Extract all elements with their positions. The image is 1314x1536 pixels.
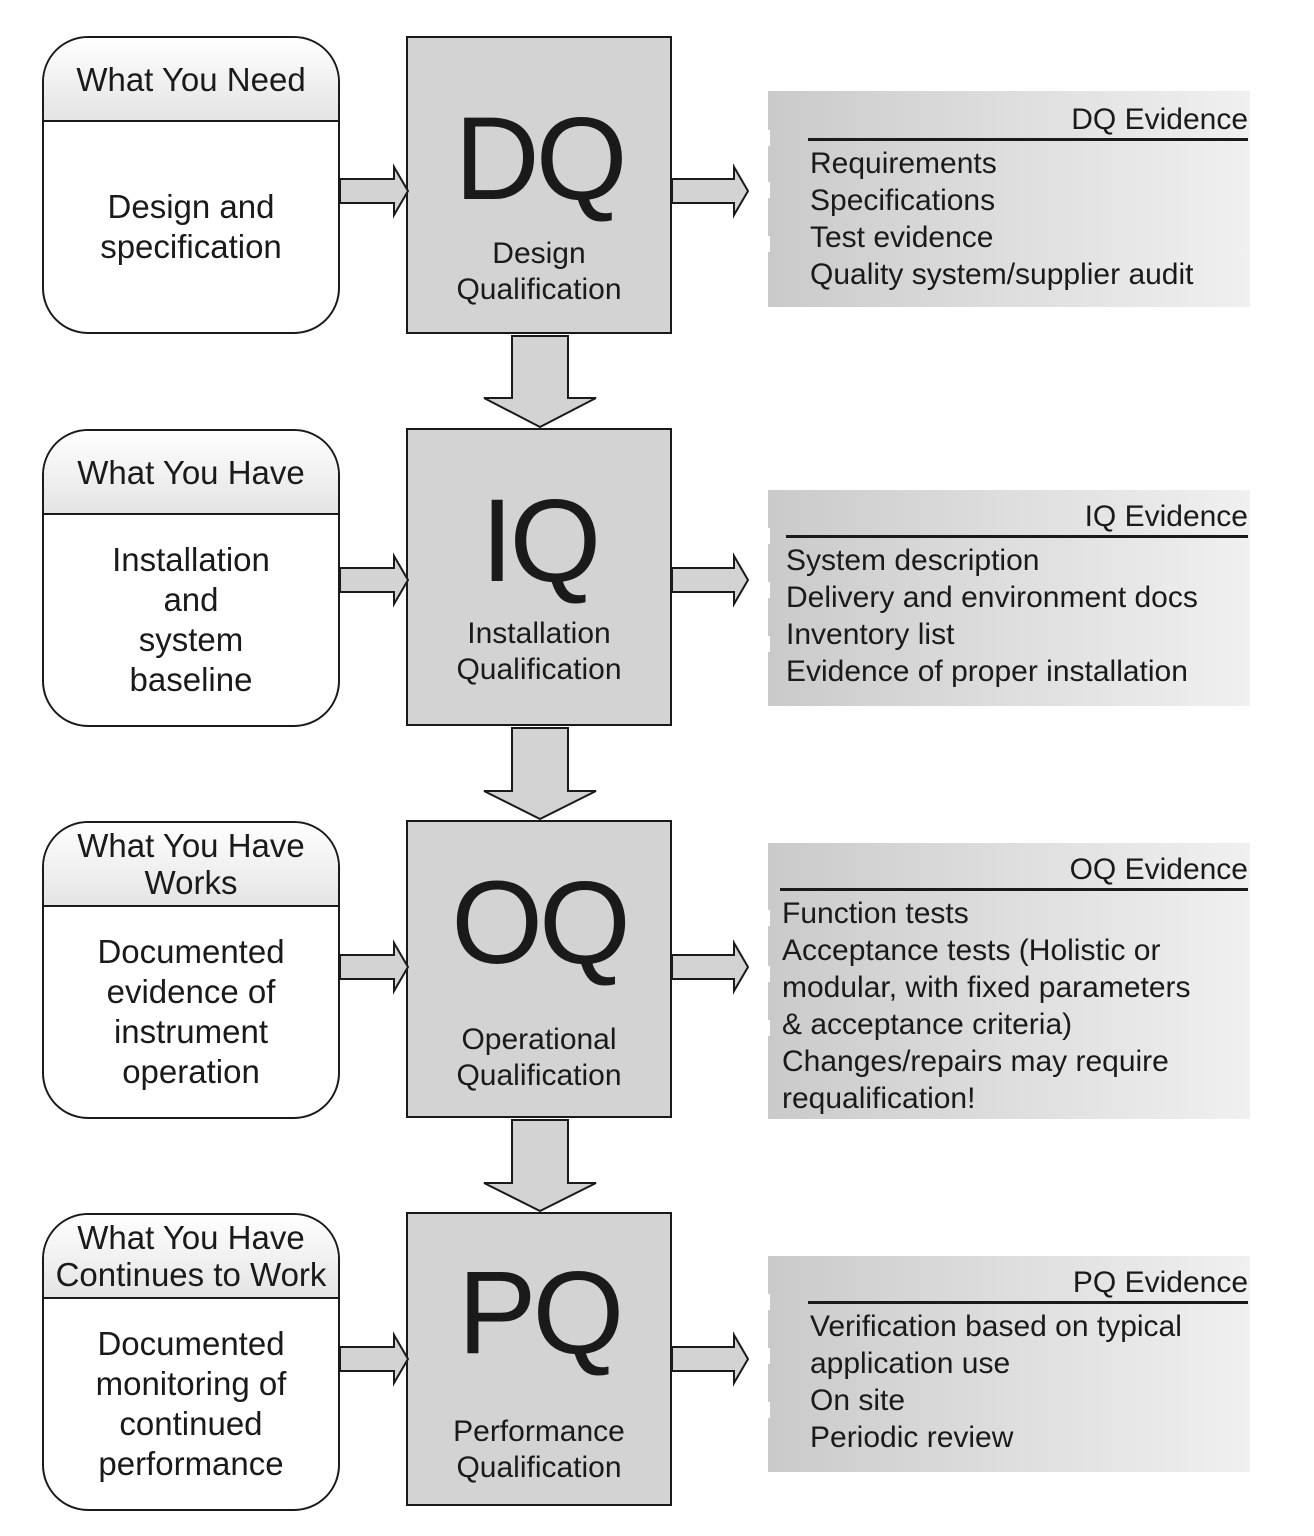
evidence-item: Verification based on typical bbox=[810, 1310, 1182, 1343]
right-arrow-icon bbox=[671, 1331, 750, 1387]
stage-abbreviation: DQ bbox=[454, 93, 628, 225]
evidence-item: On site bbox=[810, 1384, 906, 1417]
evidence-item: Inventory list bbox=[786, 618, 955, 651]
pq-box: PQ Performance Qualification bbox=[406, 1212, 672, 1506]
down-arrow-icon bbox=[483, 727, 597, 821]
evidence-item: modular, with fixed parameters bbox=[782, 971, 1191, 1004]
evidence-list: Function tests Acceptance tests (Holisti… bbox=[782, 895, 1191, 1117]
right-arrow-icon bbox=[671, 552, 750, 608]
box-heading: What You Have Works bbox=[44, 823, 338, 907]
evidence-item: System description bbox=[786, 544, 1040, 577]
margin-notch bbox=[760, 1294, 770, 1310]
evidence-item: Changes/repairs may require bbox=[782, 1045, 1169, 1078]
evidence-title: IQ Evidence bbox=[786, 500, 1248, 538]
evidence-title: DQ Evidence bbox=[808, 103, 1248, 141]
margin-notch bbox=[760, 528, 770, 544]
oq-evidence-panel: OQ Evidence Function tests Acceptance te… bbox=[768, 843, 1250, 1119]
right-arrow-icon bbox=[671, 939, 750, 995]
evidence-title: OQ Evidence bbox=[780, 853, 1248, 891]
box-heading: What You Have Continues to Work bbox=[44, 1215, 338, 1299]
stage-name: Operational Qualification bbox=[456, 1023, 622, 1092]
stage-abbreviation: IQ bbox=[480, 475, 602, 607]
down-arrow-icon bbox=[483, 335, 597, 429]
right-arrow-icon bbox=[671, 163, 750, 219]
evidence-list: System description Delivery and environm… bbox=[786, 542, 1198, 690]
down-arrow-icon bbox=[483, 1119, 597, 1213]
margin-notch bbox=[760, 236, 770, 252]
what-you-have-box: What You Have Installation and system ba… bbox=[42, 429, 340, 727]
evidence-list: Requirements Specifications Test evidenc… bbox=[810, 145, 1194, 293]
evidence-item: Requirements bbox=[810, 147, 997, 180]
box-description: Design and specification bbox=[100, 188, 282, 265]
stage-name: Performance Qualification bbox=[453, 1415, 625, 1484]
evidence-item: & acceptance criteria) bbox=[782, 1008, 1073, 1041]
evidence-list: Verification based on typical applicatio… bbox=[810, 1308, 1182, 1456]
margin-notch bbox=[760, 182, 770, 198]
stage-abbreviation: PQ bbox=[457, 1247, 625, 1379]
box-description: Documented monitoring of continued perfo… bbox=[95, 1325, 287, 1482]
iq-box: IQ Installation Qualification bbox=[406, 428, 672, 726]
margin-notch bbox=[760, 1020, 770, 1036]
margin-notch bbox=[760, 966, 770, 982]
margin-notch bbox=[760, 130, 770, 146]
evidence-item: Function tests bbox=[782, 897, 969, 930]
margin-notch bbox=[760, 1348, 770, 1364]
margin-notch bbox=[760, 636, 770, 652]
dq-evidence-panel: DQ Evidence Requirements Specifications … bbox=[768, 91, 1250, 307]
evidence-item: Periodic review bbox=[810, 1421, 1014, 1454]
evidence-item: Test evidence bbox=[810, 221, 994, 254]
iq-evidence-panel: IQ Evidence System description Delivery … bbox=[768, 490, 1250, 706]
margin-notch bbox=[760, 910, 770, 926]
right-arrow-icon bbox=[339, 1331, 410, 1387]
margin-notch bbox=[760, 582, 770, 598]
oq-box: OQ Operational Qualification bbox=[406, 820, 672, 1118]
evidence-item: requalification! bbox=[782, 1082, 976, 1115]
box-description: Installation and system baseline bbox=[112, 541, 270, 698]
what-you-need-box: What You Need Design and specification bbox=[42, 36, 340, 334]
evidence-item: Acceptance tests (Holistic or bbox=[782, 934, 1161, 967]
box-heading: What You Have bbox=[44, 431, 338, 515]
evidence-item: Quality system/supplier audit bbox=[810, 258, 1194, 291]
right-arrow-icon bbox=[339, 552, 410, 608]
margin-notch bbox=[760, 1402, 770, 1418]
dq-box: DQ Design Qualification bbox=[406, 36, 672, 334]
evidence-item: Specifications bbox=[810, 184, 996, 217]
stage-name: Installation Qualification bbox=[456, 617, 622, 686]
box-description: Documented evidence of instrument operat… bbox=[97, 933, 285, 1090]
evidence-item: application use bbox=[810, 1347, 1011, 1380]
pq-evidence-panel: PQ Evidence Verification based on typica… bbox=[768, 1256, 1250, 1472]
evidence-title: PQ Evidence bbox=[808, 1266, 1248, 1304]
stage-name: Design Qualification bbox=[456, 237, 622, 306]
box-heading: What You Need bbox=[44, 38, 338, 122]
evidence-item: Evidence of proper installation bbox=[786, 655, 1188, 688]
right-arrow-icon bbox=[339, 939, 410, 995]
right-arrow-icon bbox=[339, 163, 410, 219]
evidence-item: Delivery and environment docs bbox=[786, 581, 1198, 614]
what-you-have-continues-box: What You Have Continues to Work Document… bbox=[42, 1213, 340, 1511]
stage-abbreviation: OQ bbox=[451, 857, 631, 989]
